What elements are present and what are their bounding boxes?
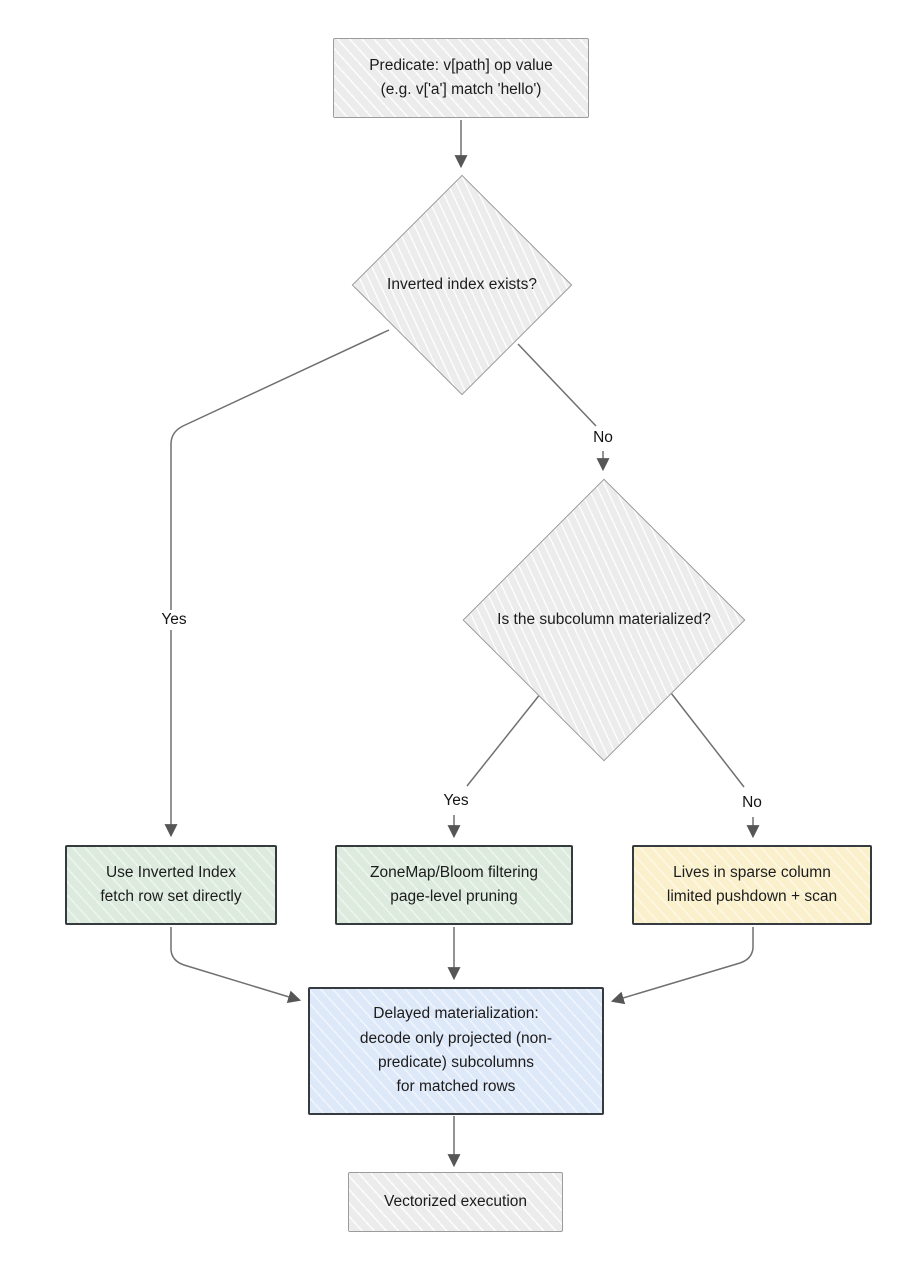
edge-label-subcolumn-no: No bbox=[737, 793, 767, 813]
edge-sparse-to-delayed bbox=[610, 927, 754, 1005]
edge-label-inverted-no: No bbox=[588, 428, 618, 448]
zonemap-bloom-line-2: page-level pruning bbox=[390, 888, 518, 905]
vectorized-execution-label: Vectorized execution bbox=[383, 1192, 528, 1210]
decision-inverted-index-label: Inverted index exists? bbox=[387, 276, 537, 293]
node-use-inverted-index: Use Inverted Index fetch row set directl… bbox=[65, 845, 277, 925]
use-inverted-index-line-2: fetch row set directly bbox=[100, 888, 242, 905]
node-predicate: Predicate: v[path] op value (e.g. v['a']… bbox=[333, 38, 589, 118]
delayed-materialization-line-4: for matched rows bbox=[396, 1078, 516, 1096]
node-decision-subcolumn: Is the subcolumn materialized? bbox=[462, 478, 746, 762]
delayed-materialization-line-3: predicate) subcolumns bbox=[378, 1054, 534, 1071]
edge-decision1-no-diagonal bbox=[517, 343, 597, 427]
node-zonemap-bloom: ZoneMap/Bloom filtering page-level pruni… bbox=[335, 845, 573, 925]
node-delayed-materialization: Delayed materialization: decode only pro… bbox=[308, 987, 604, 1115]
edge-inverted-to-delayed bbox=[170, 927, 302, 1004]
zonemap-bloom-line-1: ZoneMap/Bloom filtering bbox=[370, 863, 538, 881]
edge-label-inverted-yes: Yes bbox=[156, 610, 192, 630]
edge-label-subcolumn-yes: Yes bbox=[438, 791, 474, 811]
node-sparse-column: Lives in sparse column limited pushdown … bbox=[632, 845, 872, 925]
node-predicate-line-1: Predicate: v[path] op value bbox=[369, 56, 553, 74]
delayed-materialization-line-2: decode only projected (non- bbox=[359, 1029, 553, 1047]
edge-decision1-yes-to-inverted-box bbox=[164, 329, 390, 838]
delayed-materialization-line-1: Delayed materialization: bbox=[373, 1005, 539, 1023]
decision-subcolumn-label: Is the subcolumn materialized? bbox=[497, 611, 711, 628]
sparse-column-line-1: Lives in sparse column bbox=[673, 863, 831, 881]
edge-decision2-yes-diagonal bbox=[466, 692, 542, 787]
edge-decision2-no-diagonal bbox=[670, 692, 745, 788]
node-decision-inverted-index: Inverted index exists? bbox=[351, 174, 573, 396]
sparse-column-line-2: limited pushdown + scan bbox=[666, 888, 838, 905]
node-predicate-line-2: (e.g. v['a'] match 'hello') bbox=[380, 81, 542, 98]
use-inverted-index-line-1: Use Inverted Index bbox=[105, 863, 237, 881]
node-vectorized-execution: Vectorized execution bbox=[348, 1172, 563, 1232]
